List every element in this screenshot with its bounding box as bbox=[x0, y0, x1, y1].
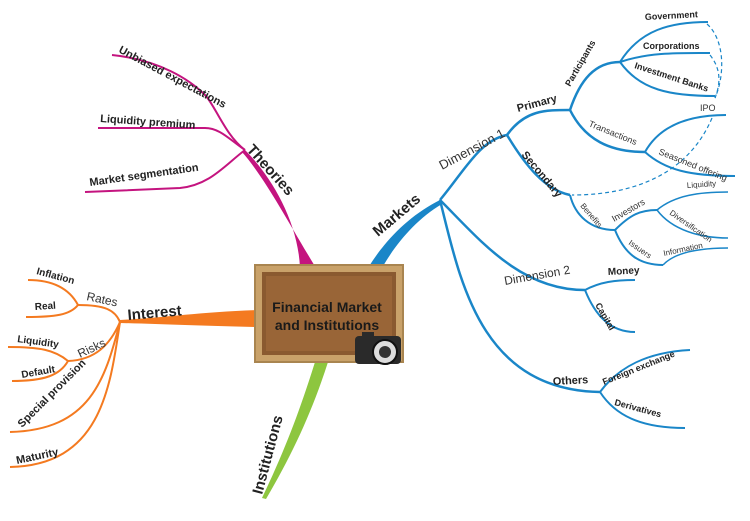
edge-foreign-exchange bbox=[599, 349, 691, 393]
node-liquidity-market[interactable]: Liquidity bbox=[687, 179, 717, 190]
edge-ipo bbox=[644, 114, 727, 153]
node-transactions[interactable]: Transactions bbox=[587, 119, 639, 148]
center-title-line2: and Institutions bbox=[275, 317, 379, 333]
edge-default bbox=[11, 360, 69, 382]
edge-secondary bbox=[505, 134, 571, 197]
edge-risks bbox=[67, 321, 121, 362]
theories-trunk bbox=[242, 150, 316, 268]
edge-information bbox=[662, 247, 729, 266]
branch-theories bbox=[84, 54, 316, 268]
edge-unbiased bbox=[111, 54, 246, 151]
edge-primary bbox=[505, 108, 571, 136]
edge-issuers bbox=[614, 229, 664, 266]
node-issuers[interactable]: Issuers bbox=[627, 238, 653, 260]
edge-investment-banks bbox=[619, 61, 716, 97]
edge-liquidity-risk bbox=[7, 346, 69, 362]
branch-markets bbox=[368, 21, 736, 429]
node-dimension1[interactable]: Dimension 1 bbox=[436, 125, 507, 172]
edge-transactions bbox=[568, 109, 646, 154]
edge-others bbox=[438, 199, 601, 394]
edge-seasoned bbox=[644, 151, 736, 177]
edge-corporations bbox=[619, 51, 711, 63]
node-derivatives[interactable]: Derivatives bbox=[613, 397, 662, 419]
center-node[interactable]: Financial Market and Institutions bbox=[254, 264, 404, 365]
markets-trunk bbox=[368, 200, 442, 268]
node-investment-banks[interactable]: Investment Banks bbox=[633, 60, 709, 93]
edge-liquidity-premium bbox=[98, 127, 246, 151]
branch-interest bbox=[7, 279, 258, 468]
node-foreign-exchange[interactable]: Foreign exchange bbox=[601, 349, 676, 387]
node-participants[interactable]: Participants bbox=[563, 38, 597, 88]
node-secondary[interactable]: Secondary bbox=[519, 149, 565, 200]
node-corporations[interactable]: Corporations bbox=[643, 41, 700, 51]
camera-icon bbox=[355, 332, 401, 365]
edge-market-segmentation bbox=[84, 149, 246, 193]
edge-maturity bbox=[9, 321, 121, 468]
edge-diversification bbox=[656, 209, 729, 239]
node-information[interactable]: Information bbox=[663, 241, 704, 258]
node-real[interactable]: Real bbox=[34, 301, 56, 313]
node-interest[interactable]: Interest bbox=[127, 302, 182, 324]
edge-rates bbox=[77, 304, 121, 323]
interest-trunk bbox=[120, 310, 258, 327]
edge-capital bbox=[584, 289, 636, 333]
node-unbiased-expectations[interactable]: Unbiased expectations bbox=[117, 44, 228, 111]
node-others[interactable]: Others bbox=[553, 374, 589, 388]
node-money[interactable]: Money bbox=[608, 265, 641, 278]
center-title-line1: Financial Market bbox=[272, 299, 382, 315]
link-corporations-ipo bbox=[709, 54, 720, 99]
node-capital[interactable]: Capital bbox=[593, 301, 617, 332]
node-risks[interactable]: Risks bbox=[75, 336, 108, 361]
node-government[interactable]: Government bbox=[645, 9, 698, 22]
branch-institutions bbox=[262, 362, 328, 499]
edge-dimension1 bbox=[439, 133, 508, 201]
edge-investors bbox=[614, 209, 658, 231]
edge-special-provision bbox=[9, 321, 121, 433]
edge-benefits bbox=[569, 194, 616, 231]
edge-participants bbox=[568, 60, 621, 111]
node-investors[interactable]: Investors bbox=[610, 197, 647, 224]
node-market-segmentation[interactable]: Market segmentation bbox=[89, 162, 200, 189]
node-seasoned-offering[interactable]: Seasoned offering bbox=[657, 147, 728, 184]
node-ipo[interactable]: IPO bbox=[700, 103, 716, 113]
edge-dimension2 bbox=[439, 199, 586, 292]
edge-money bbox=[584, 279, 636, 291]
edge-government bbox=[619, 21, 709, 63]
node-institutions[interactable]: Institutions bbox=[249, 414, 286, 496]
edge-derivatives bbox=[599, 391, 686, 429]
edge-inflation bbox=[27, 279, 79, 306]
node-rates[interactable]: Rates bbox=[85, 289, 119, 309]
link-ipo-secondary bbox=[571, 117, 713, 196]
edge-real bbox=[25, 304, 79, 318]
edge-liquidity bbox=[656, 191, 729, 211]
